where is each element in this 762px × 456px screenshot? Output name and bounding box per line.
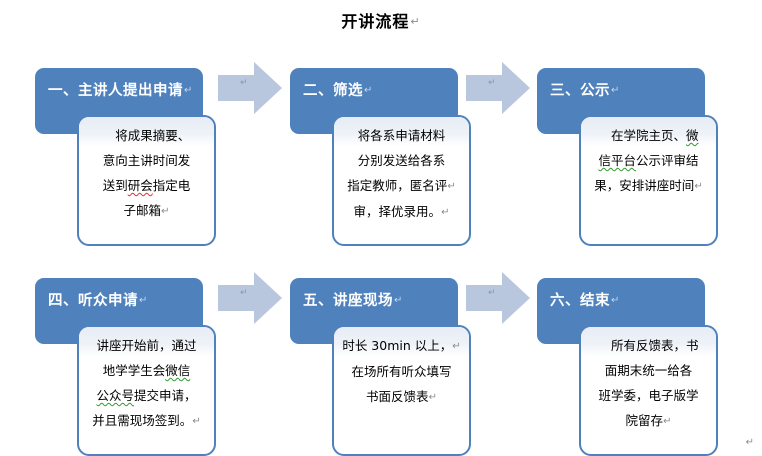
right-arrow-icon (218, 272, 282, 324)
paragraph-mark-icon: ↵ (441, 207, 450, 218)
paragraph-mark-icon: ↵ (184, 85, 193, 96)
paragraph-mark-icon: ↵ (428, 392, 437, 403)
right-arrow-icon (466, 62, 530, 114)
paragraph-mark-icon: ↵ (240, 288, 248, 298)
step-4-body-text: 讲座开始前，通过 地学学生会微信 公众号提交申请， 并且需现场签到。↵ (92, 338, 201, 428)
grammar-underline: 信平台 (598, 153, 636, 168)
paragraph-mark-icon: ↵ (410, 15, 421, 28)
paragraph-mark-icon: ↵ (452, 341, 461, 352)
paragraph-mark-icon: ↵ (611, 295, 620, 306)
paragraph-mark-icon: ↵ (161, 206, 170, 217)
paragraph-mark-icon: ↵ (240, 78, 248, 88)
grammar-underline: 微 (686, 128, 699, 143)
step-2-header-label: 二、筛选↵ (303, 83, 373, 99)
paragraph-mark-icon: ↵ (192, 416, 201, 427)
right-arrow-icon (218, 62, 282, 114)
step-6-body[interactable]: 所有反馈表，书 面期末统一给各 班学委，电子版学 院留存↵ (579, 325, 718, 456)
paragraph-mark-icon: ↵ (488, 288, 496, 298)
grammar-underline: 微信 (165, 363, 191, 378)
paragraph-mark-icon: ↵ (745, 437, 754, 448)
right-arrow-icon (466, 272, 530, 324)
arrow-2: ↵ (466, 62, 530, 114)
step-5-body-text: 时长 30min 以上，↵ 在场所有听众填写 书面反馈表↵ (342, 338, 461, 404)
step-3-body[interactable]: 在学院主页、微 信平台公示评审结 果，安排讲座时间↵ (579, 115, 718, 246)
step-3-header-label: 三、公示↵ (550, 83, 620, 99)
paragraph-mark-icon: ↵ (447, 181, 456, 192)
step-2-body[interactable]: 将各系申请材料 分别发送给各系 指定教师，匿名评↵ 审，择优录用。↵ (332, 115, 471, 246)
arrow-4: ↵ (466, 272, 530, 324)
step-5-body[interactable]: 时长 30min 以上，↵ 在场所有听众填写 书面反馈表↵ (332, 325, 471, 456)
step-6-body-text: 所有反馈表，书 面期末统一给各 班学委，电子版学 院留存↵ (598, 338, 699, 428)
step-1-body-text: 将成果摘要、 意向主讲时间发 送到研会指定电 子邮箱↵ (102, 128, 191, 218)
step-4-header-label: 四、听众申请↵ (48, 293, 148, 309)
spellcheck-underline: 研会 (127, 178, 153, 193)
paragraph-mark-icon: ↵ (364, 85, 373, 96)
paragraph-mark-icon: ↵ (611, 85, 620, 96)
paragraph-mark-icon: ↵ (694, 181, 703, 192)
step-1-header-label: 一、主讲人提出申请↵ (48, 83, 193, 99)
step-2-body-text: 将各系申请材料 分别发送给各系 指定教师，匿名评↵ 审，择优录用。↵ (347, 128, 456, 219)
paragraph-mark-icon: ↵ (488, 78, 496, 88)
step-3-body-text: 在学院主页、微 信平台公示评审结 果，安排讲座时间↵ (594, 128, 703, 193)
paragraph-mark-icon: ↵ (139, 295, 148, 306)
grammar-underline: 公众号 (96, 388, 134, 403)
paragraph-mark-icon: ↵ (663, 416, 672, 427)
arrow-3: ↵ (218, 272, 282, 324)
page-title: 开讲流程↵ (0, 8, 762, 32)
step-4-body[interactable]: 讲座开始前，通过 地学学生会微信 公众号提交申请， 并且需现场签到。↵ (77, 325, 216, 456)
paragraph-mark-icon: ↵ (394, 295, 403, 306)
step-6-header-label: 六、结束↵ (550, 293, 620, 309)
page-title-text: 开讲流程 (341, 12, 410, 31)
step-5-header-label: 五、讲座现场↵ (303, 293, 403, 309)
arrow-1: ↵ (218, 62, 282, 114)
step-1-body[interactable]: 将成果摘要、 意向主讲时间发 送到研会指定电 子邮箱↵ (77, 115, 216, 246)
